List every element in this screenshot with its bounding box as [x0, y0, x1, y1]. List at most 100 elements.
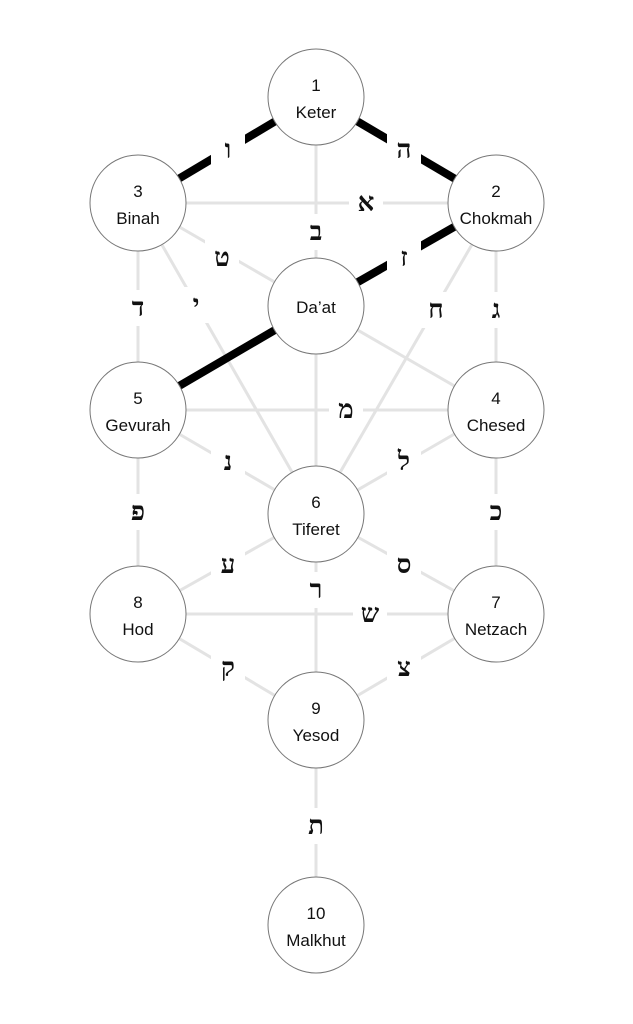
letter-background [387, 444, 421, 480]
hebrew-letter: י [193, 290, 200, 320]
path-letter-chokmah-daat: ז [387, 240, 421, 276]
sefirah-circle [89, 361, 187, 459]
sefirah-circle [447, 154, 545, 252]
hebrew-letter: פ [131, 497, 145, 527]
path-letter-tiferet-yesod: ר [299, 572, 333, 608]
path-letter-tiferet-netzach: ס [387, 547, 421, 583]
letter-background [179, 287, 213, 323]
letter-background [387, 132, 421, 168]
sefirah-name: Malkhut [286, 931, 346, 950]
path-letter-tiferet-hod: ע [211, 547, 245, 583]
letter-background [299, 572, 333, 608]
letter-background [299, 808, 333, 844]
path-letter-hod-netzach: ש [353, 596, 387, 632]
letter-background [121, 494, 155, 530]
hebrew-letter: ב [310, 217, 323, 247]
hebrew-letter: ט [214, 243, 230, 273]
letter-background [211, 444, 245, 480]
hebrew-letter: ק [221, 653, 235, 683]
path-letter-keter-chokmah: ה [387, 132, 421, 168]
sefirah-daat[interactable]: Da’at [267, 257, 365, 355]
hebrew-letter: ג [492, 295, 501, 325]
sefirah-number: 1 [311, 76, 320, 95]
path-letter-chokmah-chesed: ג [479, 292, 513, 328]
hebrew-letter: ו [225, 135, 232, 165]
sefirah-number: 10 [307, 904, 326, 923]
sefirah-circle [447, 565, 545, 663]
sefirah-number: 8 [133, 593, 142, 612]
sefirah-name: Gevurah [105, 416, 170, 435]
sefirah-number: 5 [133, 389, 142, 408]
letter-background [479, 494, 513, 530]
path-letter-gevurah-tiferet: נ [211, 444, 245, 480]
hebrew-letter: ע [221, 550, 236, 580]
sefirah-name: Hod [122, 620, 153, 639]
sefirah-circle [267, 257, 365, 355]
hebrew-letter: ס [397, 550, 412, 580]
sefirah-number: 2 [491, 182, 500, 201]
letter-background [387, 650, 421, 686]
path-letter-chesed-netzach: כ [479, 494, 513, 530]
sefirah-circle [267, 48, 365, 146]
hebrew-letter: ח [428, 295, 443, 325]
hebrew-letter: ש [361, 599, 380, 629]
hebrew-letter: ר [310, 575, 323, 605]
hebrew-letter: צ [397, 653, 411, 683]
path-letter-keter-binah: ו [211, 132, 245, 168]
hebrew-letter: ד [132, 293, 145, 323]
sefirah-name: Binah [116, 209, 159, 228]
sefirah-number: 4 [491, 389, 500, 408]
letter-background [479, 292, 513, 328]
hebrew-letter: כ [490, 497, 503, 527]
path-letter-binah-daat: ט [205, 240, 239, 276]
path-letter-keter-daat: ב [299, 214, 333, 250]
sefirah-number: 7 [491, 593, 500, 612]
sefirah-number: 9 [311, 699, 320, 718]
letter-background [329, 392, 363, 428]
path-letter-yesod-malkhut: ת [299, 808, 333, 844]
sefirah-name: Chesed [467, 416, 526, 435]
path-letter-netzach-yesod: צ [387, 650, 421, 686]
sefirah-name: Yesod [293, 726, 340, 745]
sefirah-name: Chokmah [460, 209, 533, 228]
sefirah-circle [267, 465, 365, 563]
sefirah-circle [89, 154, 187, 252]
path-letter-hod-yesod: ק [211, 650, 245, 686]
letter-background [349, 185, 383, 221]
letter-background [211, 650, 245, 686]
sefirah-circle [447, 361, 545, 459]
path-letter-gevurah-chesed: מ [329, 392, 363, 428]
sefirah-name: Da’at [296, 298, 336, 317]
hebrew-letter: ל [397, 447, 410, 477]
hebrew-letter: מ [338, 395, 353, 425]
path-letter-gevurah-hod: פ [121, 494, 155, 530]
letters-layer: ו ה באז ט ד י ח ג מ נ ל פ כ ע ס ר ש ק צ ת [121, 132, 513, 844]
letter-background [387, 240, 421, 276]
hebrew-letter: ת [308, 811, 324, 841]
path-letter-binah-gevurah: ד [121, 290, 155, 326]
path-letter-binah-chokmah: א [349, 185, 383, 221]
sefirah-circle [89, 565, 187, 663]
letter-background [353, 596, 387, 632]
letter-background [121, 290, 155, 326]
sefirah-name: Keter [296, 103, 337, 122]
letter-background [211, 547, 245, 583]
path-letter-chokmah-tiferet: ח [419, 292, 453, 328]
letter-background [211, 132, 245, 168]
sefirah-name: Netzach [465, 620, 527, 639]
hebrew-letter: נ [224, 447, 232, 477]
sefirah-circle [267, 876, 365, 974]
path-letter-binah-tiferet: י [179, 287, 213, 323]
